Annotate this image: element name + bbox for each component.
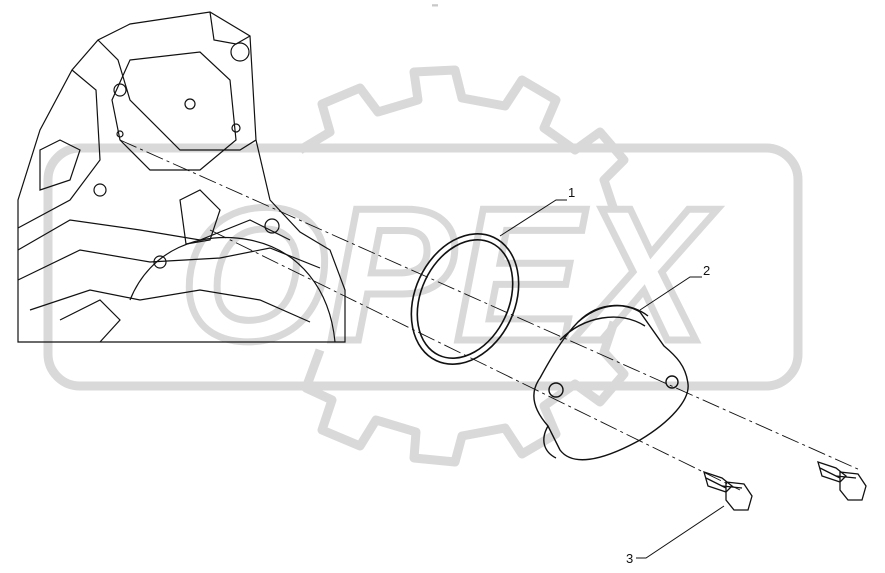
callout-1: 1: [568, 185, 576, 200]
header-mark: ⁰⁰⁰: [432, 4, 439, 10]
alignment-lines: [119, 139, 861, 491]
leader-2: [639, 276, 702, 311]
leader-lines: [499, 199, 725, 559]
cover-plate: [533, 304, 689, 461]
flange-bolt-right: [817, 460, 867, 501]
callout-2: 2: [703, 263, 711, 278]
callout-3: 3: [626, 551, 634, 566]
watermark-text: OPEX: [180, 169, 718, 381]
leader-1: [499, 199, 567, 237]
engine-housing: [17, 11, 346, 343]
o-ring: [410, 233, 520, 365]
leader-3: [636, 505, 725, 559]
flange-bolt-left: [703, 470, 753, 511]
watermark-logo: [43, 65, 803, 467]
